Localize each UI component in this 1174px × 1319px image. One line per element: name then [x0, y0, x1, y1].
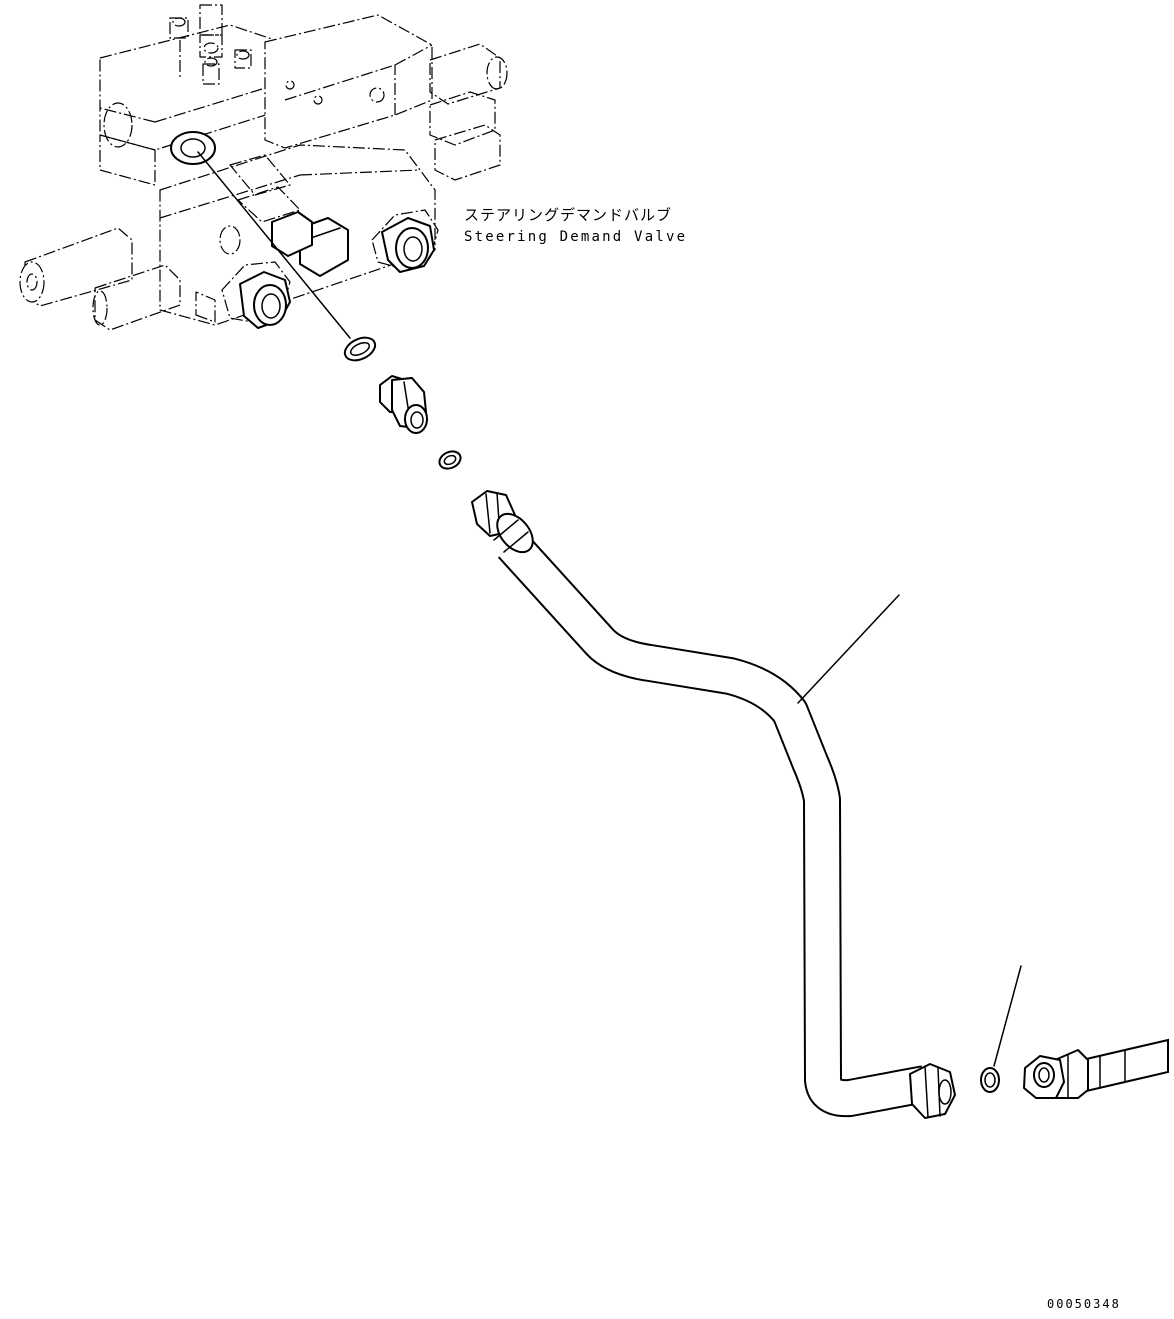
o-ring-lower: [980, 1067, 1000, 1093]
valve-port: [170, 131, 216, 165]
valve-label-en: Steering Demand Valve: [464, 229, 687, 245]
hose-end: [1023, 1038, 1169, 1099]
figure-number: 00050348: [1047, 1297, 1121, 1311]
o-ring-upper: [343, 336, 377, 362]
adapter-fitting: [379, 375, 428, 434]
leader-line-oring: [197, 151, 351, 339]
leader-line-tube: [797, 594, 900, 704]
o-ring-small: [438, 450, 462, 470]
steering-tube: [471, 490, 956, 1119]
steering-demand-valve: [19, 4, 508, 331]
valve-elbow-fitting-lower: [221, 211, 313, 329]
leader-line-oring-lower: [993, 965, 1022, 1067]
valve-label-jp: ステアリングデマンドバルブ: [464, 206, 672, 224]
